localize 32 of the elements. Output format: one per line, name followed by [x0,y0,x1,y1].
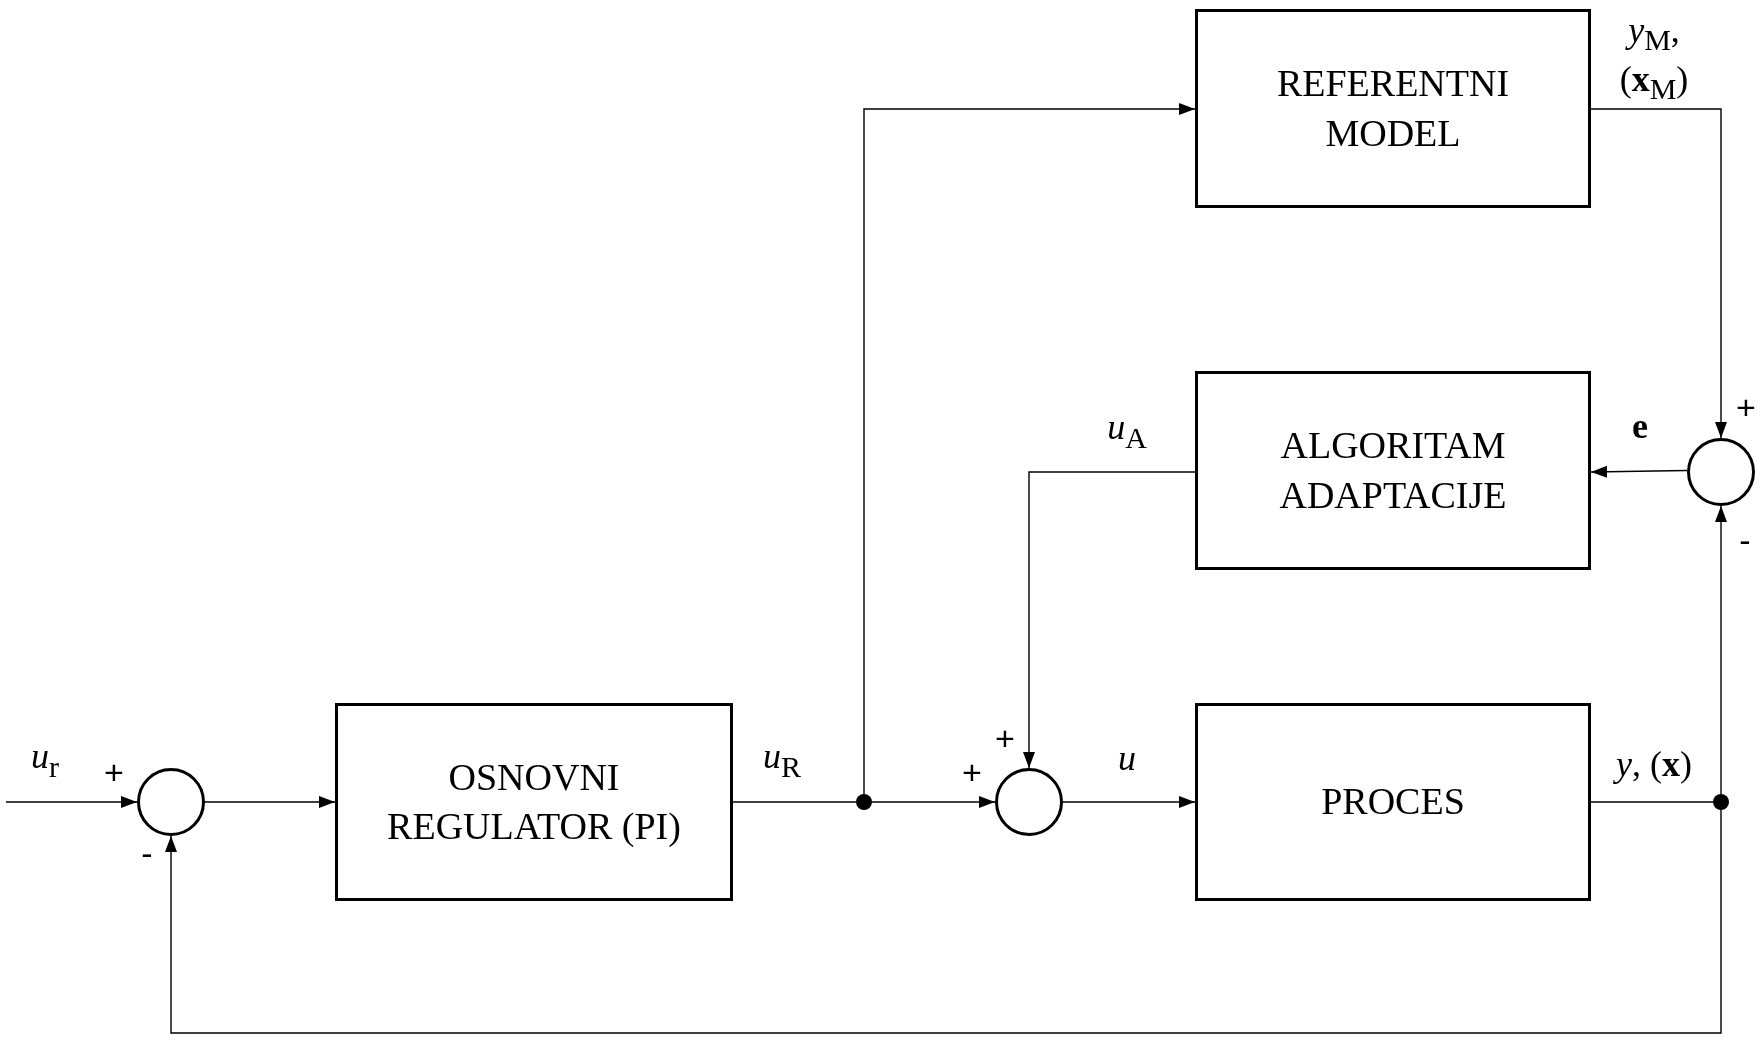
signal-label: u [1118,737,1136,781]
block-label: PROCES [1320,779,1466,825]
block-label: REFERENTNI MODEL [1275,61,1511,156]
signal-label: e [1632,405,1648,449]
sign-label: + [995,721,1015,755]
connector-arrow [1023,471,1196,769]
block-box [1195,703,1591,901]
block-box [1195,371,1591,570]
connector-arrow [1062,796,1196,808]
connector-arrow [871,796,996,808]
connector-arrow [1590,108,1727,439]
connector-arrow [5,796,138,808]
signal-label: u$_{A}$ [1107,406,1147,456]
sign-label: - [141,836,153,870]
sign-label: + [104,755,124,789]
sign-label: + [962,755,982,789]
block-label: ALGORITAM ADAPTACIJE [1278,423,1508,518]
connector-arrow [863,103,1196,795]
signal-label: y$_{M}$, (x$_{M}$) [1618,8,1690,108]
connector-arrow [165,809,1722,1034]
connector-arrow [204,796,336,808]
sign-label: + [1736,390,1756,424]
junction-dot [1713,794,1729,810]
block-box [335,703,733,901]
block-box [1195,9,1591,208]
connector-arrow [1715,505,1727,795]
sign-label: - [1739,523,1751,557]
junction-dot [856,794,872,810]
block-label: OSNOVNI REGULATOR (PI) [386,754,682,849]
signal-label: u$_{R}$ [763,735,801,785]
signal-label: u$_{r}$ [31,735,59,785]
connector-arrow [1590,465,1688,478]
